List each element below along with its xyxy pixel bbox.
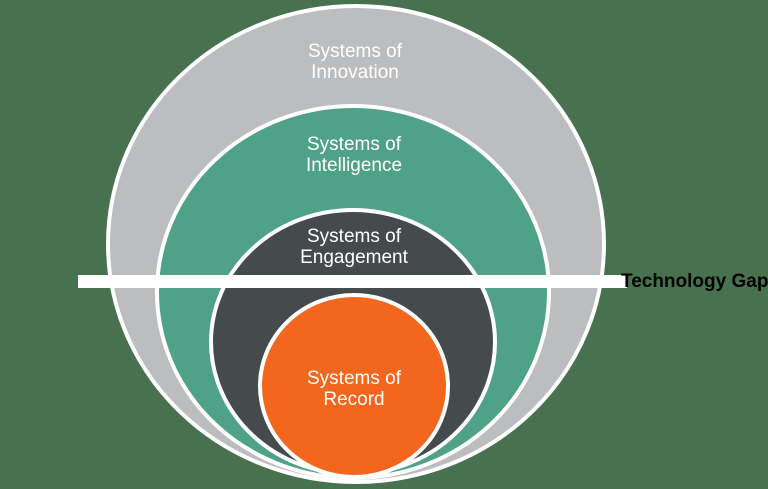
technology-gap-label: Technology Gap [621, 271, 768, 292]
ring-systems-of-record [258, 293, 450, 479]
technology-gap-line [78, 275, 627, 288]
label-systems-of-engagement: Systems of Engagement [300, 226, 408, 268]
label-systems-of-intelligence: Systems of Intelligence [305, 134, 403, 176]
label-systems-of-innovation: Systems of Innovation [308, 41, 402, 83]
label-systems-of-record: Systems of Record [307, 368, 401, 410]
